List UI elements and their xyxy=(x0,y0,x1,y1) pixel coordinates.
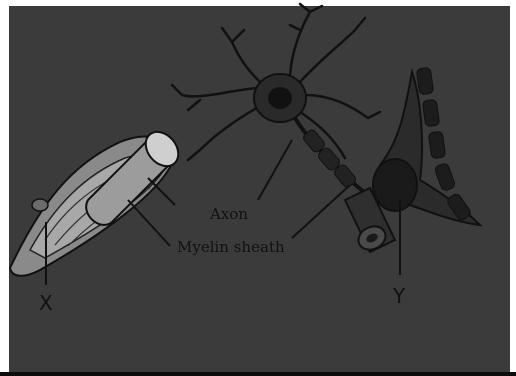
marker-y-label: Y xyxy=(392,284,406,308)
bottom-border xyxy=(0,372,516,376)
marker-x-label: X xyxy=(39,291,53,315)
axon-leader-right xyxy=(258,140,292,200)
myelin-leader-right xyxy=(292,185,350,238)
myelin-leader-left xyxy=(128,200,170,246)
axon-label: Axon xyxy=(209,205,248,223)
neuron-cell-body xyxy=(172,4,380,160)
myelinated-axon xyxy=(295,118,380,200)
right-glial-structure xyxy=(345,67,480,254)
myelin-sheath-label: Myelin sheath xyxy=(177,238,285,256)
axon-leader-left xyxy=(148,178,175,205)
